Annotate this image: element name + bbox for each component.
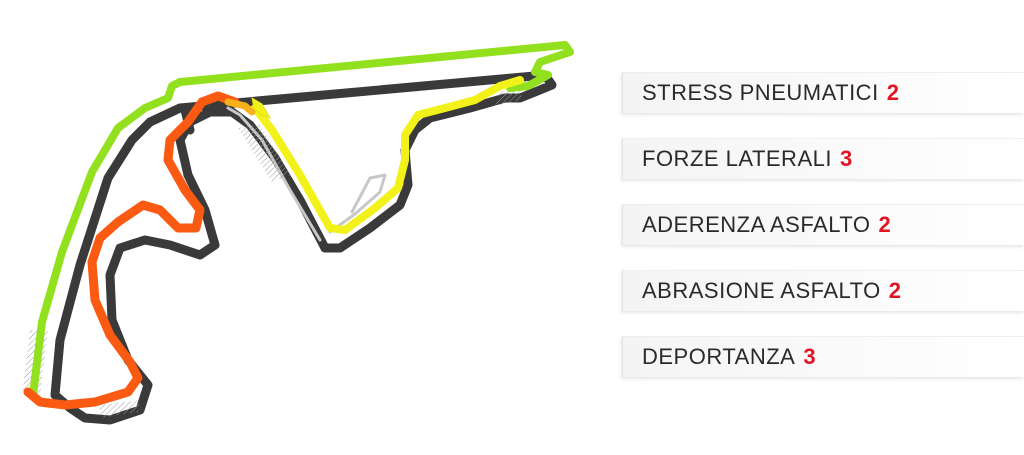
stat-rating: 2 bbox=[886, 80, 900, 105]
stat-card-forze-laterali: FORZE LATERALI 3 bbox=[622, 138, 1024, 179]
stat-label: ABRASIONE ASFALTO bbox=[642, 278, 881, 303]
stat-card-deportanza: DEPORTANZA 3 bbox=[622, 336, 1024, 377]
stat-card-stress-pneumatici: STRESS PNEUMATICI 2 bbox=[622, 72, 1024, 113]
stat-label: ADERENZA ASFALTO bbox=[642, 212, 871, 237]
start-marker-icon bbox=[251, 96, 272, 119]
stat-label: STRESS PNEUMATICI bbox=[642, 80, 879, 105]
sector-yellow bbox=[251, 76, 524, 234]
stat-card-aderenza-asfalto: ADERENZA ASFALTO 2 bbox=[622, 204, 1024, 245]
sector-orange bbox=[23, 91, 240, 410]
circuit-stats-list: STRESS PNEUMATICI 2 FORZE LATERALI 3 ADE… bbox=[622, 72, 1024, 402]
circuit-map bbox=[22, 41, 574, 425]
stat-rating: 2 bbox=[888, 278, 902, 303]
sector-transition bbox=[224, 98, 256, 116]
stat-rating: 2 bbox=[878, 212, 892, 237]
stat-label: DEPORTANZA bbox=[642, 344, 796, 369]
stat-rating: 3 bbox=[839, 146, 853, 171]
stat-label: FORZE LATERALI bbox=[642, 146, 832, 171]
sector-green bbox=[29, 41, 574, 399]
stat-card-abrasione-asfalto: ABRASIONE ASFALTO 2 bbox=[622, 270, 1024, 311]
stat-rating: 3 bbox=[803, 344, 817, 369]
circuit-map-icon bbox=[22, 41, 574, 425]
